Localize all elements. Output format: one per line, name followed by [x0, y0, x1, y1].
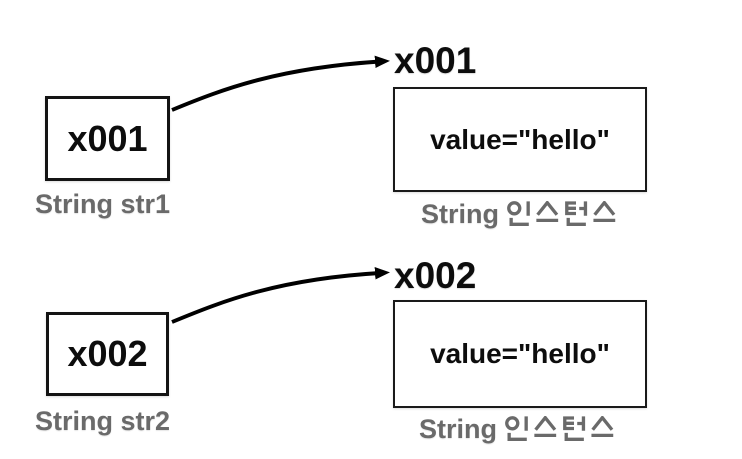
reference-label-str2: String str2 — [35, 406, 171, 436]
instance-box-x002: value="hello" — [393, 300, 647, 408]
arrow-str2-to-instance — [171, 267, 390, 324]
reference-address-str2: x002 — [67, 333, 148, 374]
reference-label-str1: String str1 — [35, 189, 171, 219]
instance-field-value-2: value="hello" — [430, 338, 610, 369]
instance-heading-x001: x001 — [394, 40, 477, 81]
reference-box-str2: x002 — [46, 312, 169, 396]
instance-box-x001: value="hello" — [393, 87, 647, 192]
korean-text-instance-1 — [507, 201, 616, 226]
arrow-str1-to-instance — [171, 55, 390, 112]
instance-heading-x002: x002 — [394, 255, 477, 296]
instance-label-1: String — [421, 201, 617, 228]
instance-label-latin-1: String — [421, 199, 499, 229]
instance-label-2: String — [419, 416, 615, 443]
instance-label-latin-2: String — [419, 414, 497, 444]
instance-field-value-1: value="hello" — [430, 123, 610, 155]
reference-box-str1: x001 — [45, 96, 170, 181]
reference-address-str1: x001 — [67, 117, 148, 159]
korean-text-instance-2 — [505, 416, 614, 441]
